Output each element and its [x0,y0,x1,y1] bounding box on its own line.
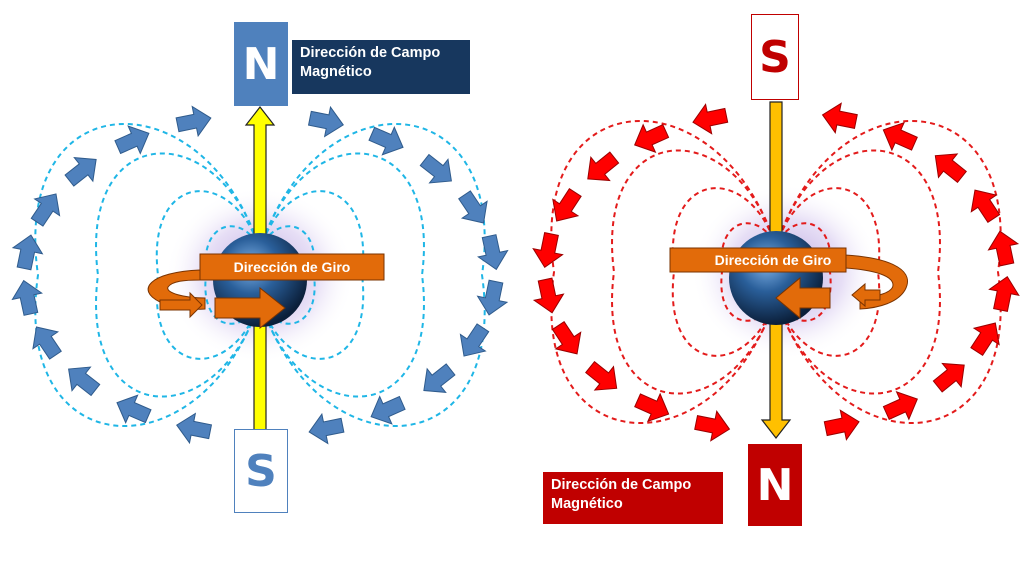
field-arrow [587,151,620,182]
field-arrow [32,326,62,360]
right-spin-arrow-front [775,276,831,320]
field-arrow [585,360,618,391]
field-arrow [532,277,565,314]
left-north-pole: N [234,22,288,106]
field-arrow [176,412,213,445]
field-line [775,120,1002,424]
field-arrow [11,234,44,271]
field-line [95,152,261,398]
field-arrow [114,125,150,155]
field-arrow [368,125,404,156]
field-arrow [882,391,918,421]
right-north-pole: N [748,444,802,526]
left-spin-label: Dirección de Giro [234,259,351,275]
right-spin-band [669,247,847,273]
field-arrow [423,363,456,394]
field-arrow [459,323,490,357]
field-line [259,123,486,427]
right-spin-back [844,254,908,310]
field-arrow [175,105,212,138]
field-arrow [370,395,406,425]
field-line [155,190,261,360]
left-spin-arrow-back [159,291,203,319]
field-arrow [988,275,1020,312]
field-arrow [970,322,1000,357]
right-spin-label: Dirección de Giro [715,252,832,268]
field-line [34,123,261,427]
field-arrow [68,366,101,397]
field-arrow [307,105,344,138]
field-arrow [821,102,858,134]
field-arrow [458,190,488,224]
field-line [775,187,881,357]
field-arrow [823,409,860,441]
field-arrow [634,392,670,423]
left-spin-band [199,253,385,281]
field-arrow [934,153,967,184]
right-spin-arrow-back [851,282,881,308]
field-arrow [987,230,1020,267]
field-arrow [532,232,564,269]
field-line [259,152,425,398]
right-field-direction-label: Dirección de Campo Magnético [543,472,723,524]
left-panel: Dirección de Giro [11,105,509,445]
field-arrow [970,189,1001,223]
field-arrow [932,362,965,393]
field-arrow [694,410,731,442]
field-line [259,190,365,360]
field-arrow [116,394,152,425]
field-line [671,187,777,357]
left-south-pole: S [234,429,288,513]
left-field-direction-label: Dirección de Campo Magnético [292,40,470,94]
right-south-pole: S [751,14,799,100]
field-line [611,149,777,395]
left-field-arrows [11,105,509,445]
field-arrow [419,153,452,184]
field-line [550,120,777,424]
right-field-arrows [532,102,1020,442]
field-line [775,149,941,395]
field-arrow [30,193,61,227]
field-arrow [476,279,509,316]
field-arrow [552,187,582,222]
left-spin-arrow-front [214,286,286,330]
right-panel: Dirección de Giro [532,101,1020,442]
field-arrow [11,279,43,316]
field-arrow [634,123,670,153]
field-arrow [551,321,582,355]
field-arrow [692,103,729,135]
right-sphere [729,231,823,325]
field-arrow [477,234,509,271]
field-arrow [64,156,97,187]
field-arrow [882,121,918,152]
field-arrow [308,412,345,445]
